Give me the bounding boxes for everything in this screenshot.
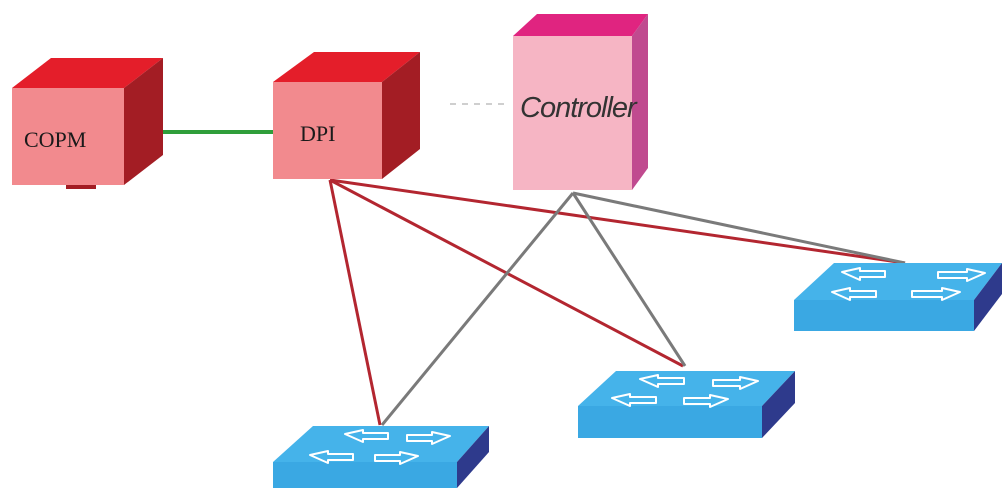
controller-box-top bbox=[513, 14, 648, 36]
dpi-box-top bbox=[273, 52, 420, 82]
copm-node: COPM bbox=[12, 58, 163, 189]
switch-right bbox=[794, 263, 1002, 331]
network-switch-icon bbox=[794, 263, 1002, 331]
link-controller-switch-bottom-left bbox=[380, 192, 575, 426]
switch-bottom-middle bbox=[578, 371, 795, 438]
switch-bottom-left bbox=[273, 426, 489, 488]
link-controller-switch-right bbox=[572, 191, 906, 265]
dpi-node: DPI bbox=[273, 52, 420, 179]
dpi-box-side bbox=[382, 52, 420, 179]
links bbox=[122, 103, 906, 426]
copm-box-top bbox=[12, 58, 163, 88]
copm-box-side bbox=[124, 58, 163, 185]
dpi-label: DPI bbox=[300, 121, 335, 146]
dpi-box-front bbox=[273, 82, 382, 179]
copm-box-front bbox=[12, 88, 124, 185]
controller-label: Controller bbox=[520, 92, 638, 124]
controller-node: Controller bbox=[513, 14, 648, 190]
link-dpi-switch-right bbox=[329, 178, 906, 265]
controller-box-front bbox=[513, 36, 632, 190]
network-switch-icon bbox=[578, 371, 795, 438]
controller-box-side bbox=[632, 14, 648, 190]
copm-box-base bbox=[66, 185, 96, 189]
link-dpi-switch-bottom-left bbox=[328, 179, 382, 426]
link-controller-switch-bottom-middle bbox=[571, 192, 687, 367]
copm-label: COPM bbox=[24, 127, 86, 152]
network-switch-icon bbox=[273, 426, 489, 488]
